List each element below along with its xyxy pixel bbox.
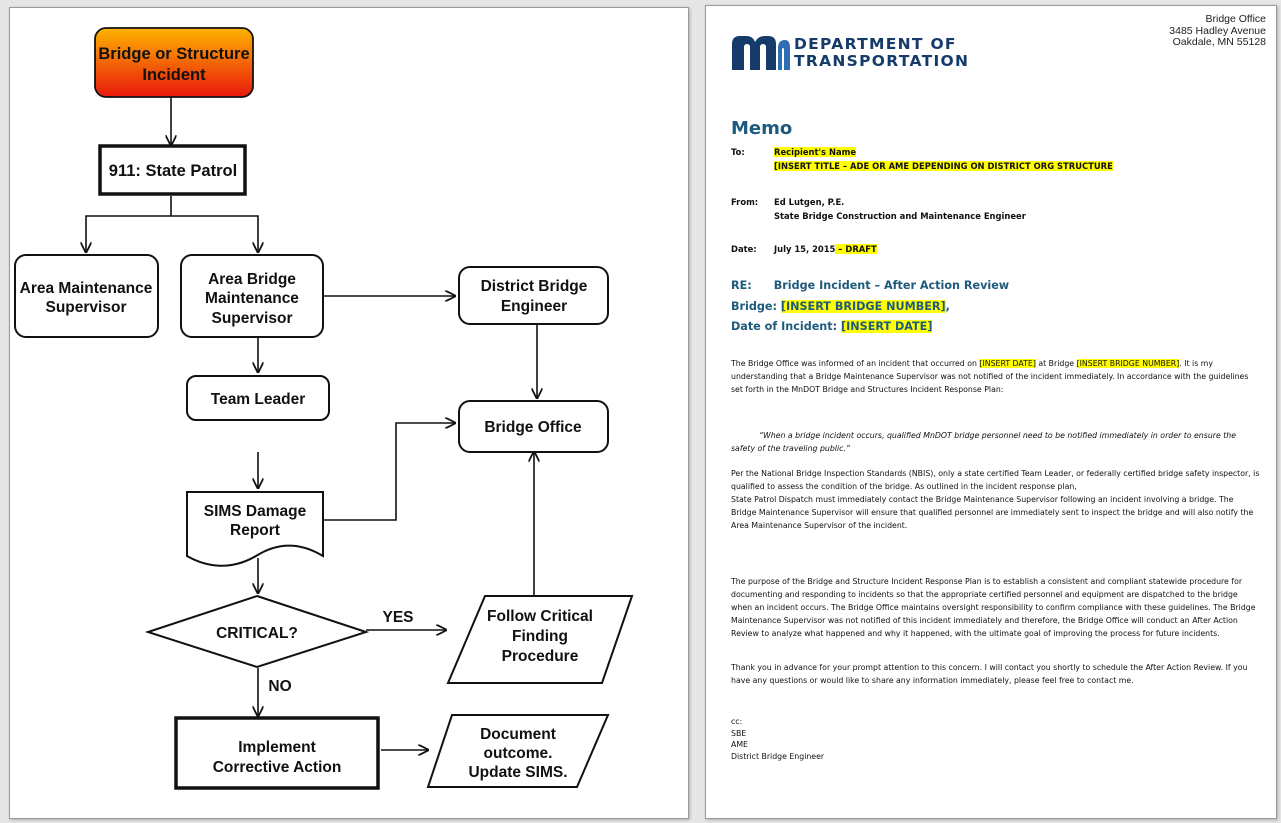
- incident-date-line: Date of Incident: [INSERT DATE]: [731, 320, 933, 333]
- p1-insert-date: [INSERT DATE]: [979, 359, 1036, 368]
- label-team-leader: Team Leader: [211, 391, 305, 408]
- to-label: To:: [731, 147, 745, 157]
- mndot-logo-icon: [732, 36, 790, 70]
- node-state-patrol: [98, 144, 247, 196]
- flowchart-panel: Bridge or Structure Incident 911: State …: [9, 7, 689, 819]
- logo-text-line-1: DEPARTMENT OF: [794, 35, 957, 53]
- from-name: Ed Lutgen, P.E.: [774, 197, 845, 207]
- label-yes: YES: [382, 609, 413, 626]
- label-no: NO: [268, 678, 291, 695]
- label-sims-2: Report: [230, 522, 280, 539]
- label-document-3: Update SIMS.: [468, 764, 567, 781]
- cc-label: cc:: [731, 717, 743, 726]
- memo-paragraph-2: Per the National Bridge Inspection Stand…: [731, 467, 1261, 532]
- label-incident-1: Bridge or Structure: [98, 45, 249, 63]
- date-label: Date:: [731, 244, 757, 254]
- from-label: From:: [731, 197, 759, 207]
- flow-connectors: [86, 97, 537, 750]
- label-critical: CRITICAL?: [216, 625, 298, 642]
- flowchart-diagram: Bridge or Structure Incident 911: State …: [14, 27, 634, 790]
- re-label: RE:: [731, 279, 752, 292]
- p1-text-a: The Bridge Office was informed of an inc…: [731, 359, 980, 368]
- label-document-2: outcome.: [484, 745, 553, 762]
- to-name: Recipient's Name: [774, 147, 857, 157]
- label-bridge-office: Bridge Office: [484, 419, 582, 436]
- dept-logo-text: DEPARTMENT OF TRANSPORTATION: [794, 36, 969, 70]
- label-district-engineer-1: District Bridge: [481, 278, 588, 295]
- label-corrective-1: Implement: [238, 739, 316, 756]
- node-bridge-office: [458, 400, 609, 453]
- return-address: Bridge Office 3485 Hadley Avenue Oakdale…: [1169, 13, 1266, 49]
- label-area-bridge-1: Area Bridge: [208, 271, 296, 288]
- bridge-line: Bridge: [INSERT BRIDGE NUMBER],: [731, 300, 950, 313]
- node-team-leader: [186, 375, 330, 421]
- node-follow-critical: [446, 595, 634, 684]
- label-incident-2: Incident: [142, 66, 206, 84]
- label-corrective-2: Corrective Action: [213, 759, 342, 776]
- arrow-patrol-to-area-bridge: [171, 215, 258, 252]
- from-value: Ed Lutgen, P.E. State Bridge Constructio…: [774, 195, 1026, 223]
- label-district-engineer-2: Engineer: [501, 298, 567, 315]
- memo-title: Memo: [731, 118, 793, 139]
- re-line: RE: Bridge Incident – After Action Review: [731, 279, 1009, 292]
- incident-label: Date of Incident:: [731, 320, 841, 333]
- draft-tag: – DRAFT: [835, 244, 877, 254]
- p1-text-c: . It is my understanding that a Bridge M…: [731, 359, 1249, 394]
- label-follow-3: Procedure: [502, 648, 579, 665]
- label-area-bridge-2: Maintenance: [205, 290, 299, 307]
- node-incident: [94, 27, 254, 98]
- node-document-outcome: [426, 714, 610, 788]
- node-area-bridge-maintenance: [180, 254, 324, 338]
- address-line-3: Oakdale, MN 55128: [1172, 36, 1266, 48]
- from-title: State Bridge Construction and Maintenanc…: [774, 211, 1026, 221]
- to-title: [INSERT TITLE – ADE OR AME DEPENDING ON …: [774, 161, 1113, 171]
- cc-item: District Bridge Engineer: [731, 751, 825, 761]
- label-area-bridge-3: Supervisor: [212, 310, 293, 327]
- cc-item: SBE: [731, 728, 747, 738]
- date-value: July 15, 2015 – DRAFT: [774, 242, 877, 256]
- memo-panel: Bridge Office 3485 Hadley Avenue Oakdale…: [705, 5, 1277, 819]
- node-district-bridge-engineer: [458, 266, 609, 325]
- memo-paragraph-1: The Bridge Office was informed of an inc…: [731, 357, 1261, 396]
- p2-part-b: State Patrol Dispatch must immediately c…: [731, 495, 1254, 530]
- bridge-number: [INSERT BRIDGE NUMBER]: [780, 300, 946, 313]
- p1-text-b: at Bridge: [1035, 359, 1077, 368]
- node-critical-decision: [144, 594, 370, 669]
- label-area-maintenance-2: Supervisor: [46, 299, 127, 316]
- arrow-sims-to-bridge-office: [323, 423, 455, 521]
- memo-paragraph-4: Thank you in advance for your prompt att…: [731, 663, 1248, 685]
- label-document-1: Document: [480, 726, 556, 743]
- bridge-label: Bridge:: [731, 300, 781, 313]
- address-line-2: 3485 Hadley Avenue: [1169, 24, 1266, 37]
- p1-insert-bridge: [INSERT BRIDGE NUMBER]: [1076, 359, 1180, 368]
- memo-paragraph-3: The purpose of the Bridge and Structure …: [731, 577, 1256, 638]
- label-sims-1: SIMS Damage: [204, 503, 307, 520]
- cc-item: AME: [731, 740, 748, 749]
- memo-quote: “When a bridge incident occurs, qualifie…: [731, 431, 1237, 453]
- node-sims-damage-report: [186, 491, 324, 567]
- label-area-maintenance-1: Area Maintenance: [20, 280, 153, 297]
- label-follow-1: Follow Critical: [487, 608, 593, 625]
- cc-list: cc: SBE AME District Bridge Engineer: [731, 716, 824, 762]
- arrow-patrol-to-area-maintenance: [86, 196, 172, 252]
- address-line-1: Bridge Office: [1205, 13, 1266, 25]
- label-follow-2: Finding: [512, 628, 568, 645]
- p2-part-a: Per the National Bridge Inspection Stand…: [731, 469, 1260, 491]
- date-text: July 15, 2015: [774, 244, 836, 254]
- to-value: Recipient's Name [INSERT TITLE – ADE OR …: [774, 145, 1113, 173]
- node-corrective-action: [174, 716, 380, 790]
- logo-text-line-2: TRANSPORTATION: [794, 52, 970, 70]
- node-area-maintenance: [14, 254, 159, 338]
- bridge-comma: ,: [945, 300, 950, 313]
- re-subject: Bridge Incident – After Action Review: [773, 279, 1010, 292]
- incident-date: [INSERT DATE]: [841, 320, 933, 333]
- label-state-patrol: 911: State Patrol: [109, 162, 237, 180]
